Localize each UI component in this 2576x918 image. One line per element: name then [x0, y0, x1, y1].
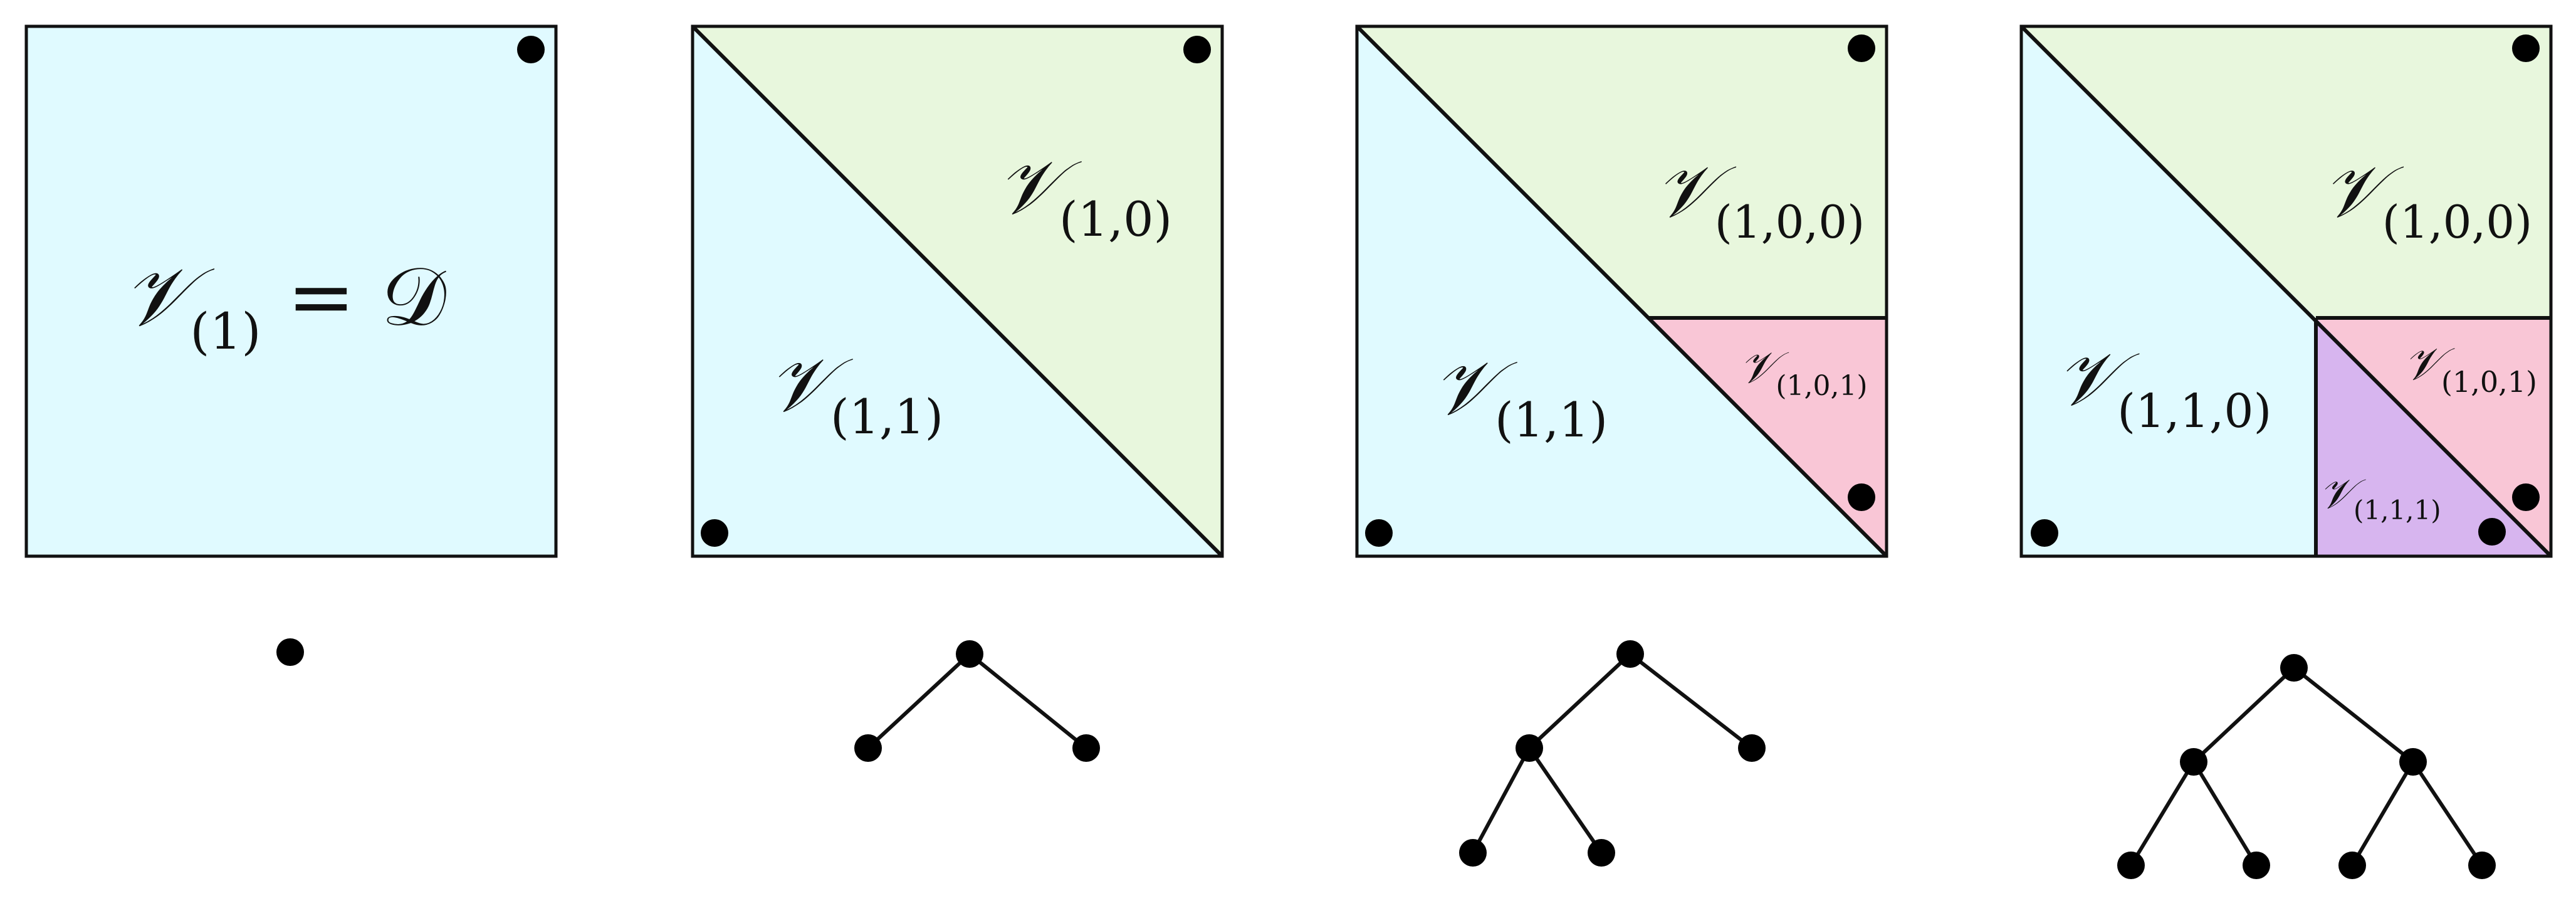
center-point — [1848, 34, 1875, 62]
center-point — [2031, 519, 2058, 547]
label-sub: (1,0,0) — [2382, 196, 2532, 248]
center-point — [517, 36, 545, 63]
tree-node — [1072, 734, 1100, 762]
tree-2 — [854, 640, 1100, 762]
tree-node — [854, 734, 882, 762]
split-diagonal — [1355, 24, 1888, 558]
label-sub: (1,0) — [1059, 191, 1172, 247]
panel-3: 𝒱(1,0,0) 𝒱(1,0,1) 𝒱(1,1) — [1355, 24, 1888, 558]
center-point — [1848, 483, 1875, 511]
center-point — [701, 519, 728, 547]
split-diagonal — [691, 24, 1224, 558]
tree-node — [956, 640, 983, 668]
center-point — [1183, 36, 1211, 63]
tree-edge — [866, 652, 971, 750]
region-v110 — [2021, 26, 2316, 556]
tree-4 — [2117, 654, 2496, 879]
region-v100 — [1357, 26, 1887, 318]
label-sub: (1,0,0) — [1715, 196, 1865, 248]
region-v1 — [24, 24, 558, 558]
label-rest: = 𝒟 — [261, 249, 447, 344]
label-sub: (1) — [190, 302, 261, 361]
center-point — [2478, 518, 2506, 546]
tree-1 — [276, 638, 304, 666]
label-sub: (1,1) — [1495, 392, 1608, 448]
tree-node — [2468, 852, 2496, 879]
tree-node — [1459, 839, 1487, 867]
tree-node — [2243, 852, 2270, 879]
tree-node — [2338, 852, 2366, 879]
tree-edge — [2129, 761, 2196, 867]
tree-node — [2117, 852, 2145, 879]
tree-edge — [1471, 747, 1531, 854]
panel-2-border — [691, 24, 1224, 558]
label-sub: (1,1,1) — [2353, 495, 2441, 525]
label-sub: (1,0,1) — [2441, 365, 2537, 399]
center-point — [1365, 519, 1393, 547]
tree-node — [276, 638, 304, 666]
tree-edge — [2192, 761, 2258, 867]
panel-4: 𝒱(1,0,0) 𝒱(1,0,1) 𝒱(1,1,0) 𝒱(1,1,1) — [2019, 24, 2553, 558]
label-sub: (1,1,0) — [2117, 384, 2271, 438]
tree-node — [1738, 734, 1766, 762]
panel-1: 𝒱(1) = 𝒟 — [24, 24, 558, 558]
tree-node — [2180, 748, 2207, 776]
tree-edge — [2350, 761, 2415, 867]
label-v1-eq-d: 𝒱(1) = 𝒟 — [122, 249, 446, 361]
tree-node — [1588, 839, 1615, 867]
panel-2: 𝒱(1,0) 𝒱(1,1) — [691, 24, 1224, 558]
tree-edge — [1527, 652, 1632, 750]
panel-3-border — [1355, 24, 1888, 558]
region-v100 — [2021, 26, 2551, 318]
center-point — [2512, 34, 2540, 62]
tree-3 — [1459, 640, 1766, 867]
label-sub: (1,1) — [830, 389, 943, 445]
label-sub: (1,0,1) — [1776, 370, 1867, 402]
tree-edge — [2293, 666, 2414, 764]
center-point — [2512, 483, 2540, 511]
tree-node — [2280, 654, 2308, 682]
tree-node — [1516, 734, 1543, 762]
tree-edge — [2192, 666, 2296, 764]
tree-node — [1616, 640, 1644, 668]
tree-edge — [1527, 747, 1603, 854]
split-diagonal — [2019, 24, 2553, 558]
tree-node — [2399, 748, 2427, 776]
tree-edge — [1629, 652, 1753, 750]
tree-edge — [2411, 761, 2484, 867]
tree-edge — [968, 652, 1087, 750]
panel-4-border — [2019, 24, 2553, 558]
